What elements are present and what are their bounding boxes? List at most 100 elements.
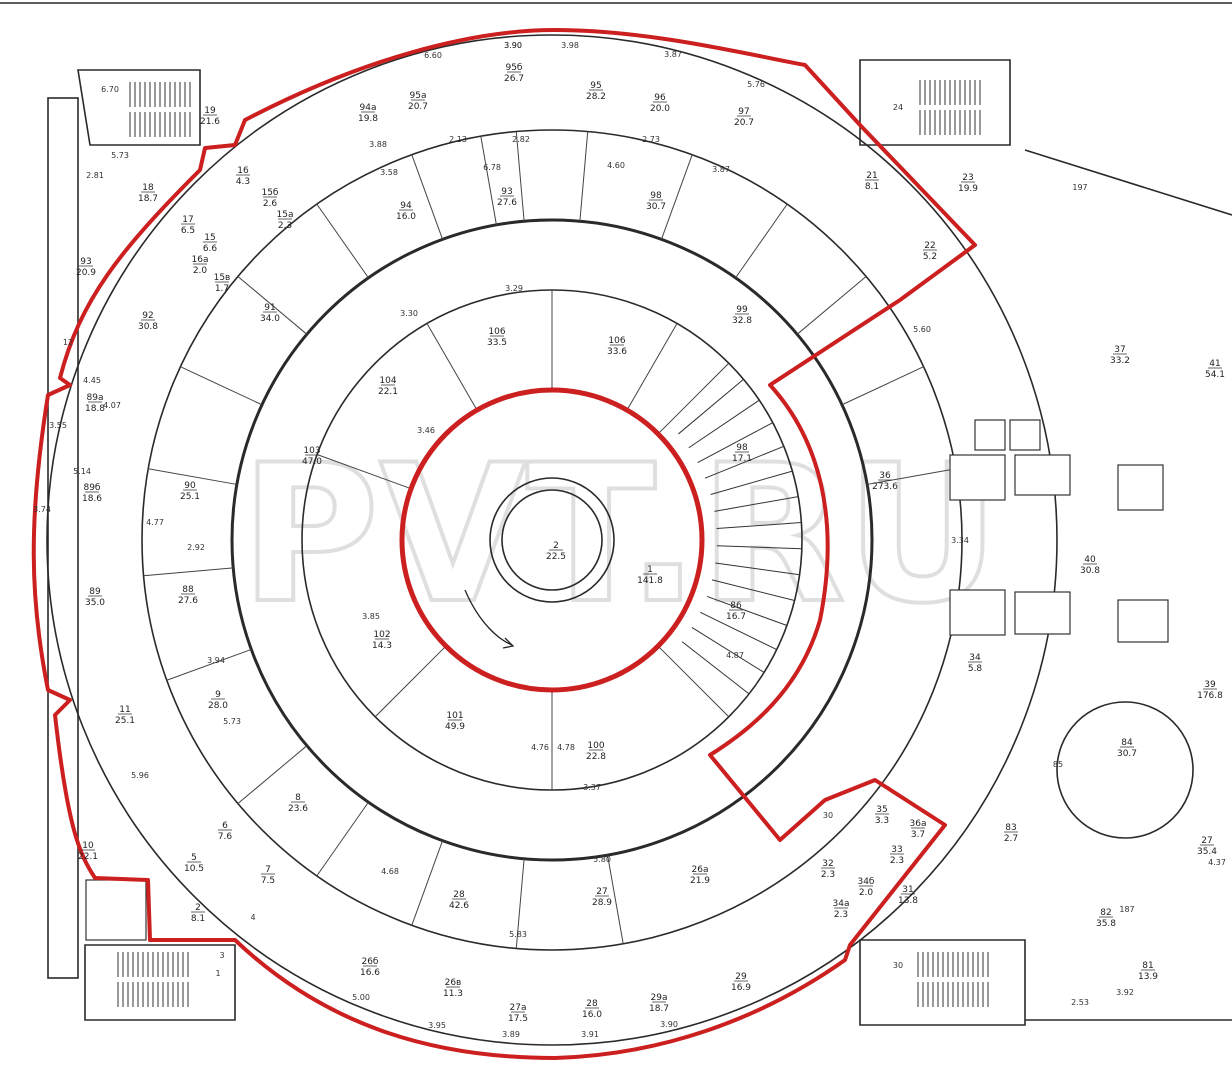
room-area: 18.7: [138, 194, 158, 204]
elevator-shafts: [85, 419, 1169, 941]
partition-line: [411, 154, 444, 240]
room-area: 30.8: [1080, 566, 1100, 576]
room-number: 15а: [277, 210, 294, 220]
fan-stair-step: [716, 545, 802, 550]
room-number: 18: [142, 183, 154, 193]
room-number: 92: [142, 311, 153, 321]
dimension-label: 4.76: [531, 743, 549, 752]
fan-stair-step: [691, 627, 765, 673]
room-area: 49.9: [445, 722, 465, 732]
room-area: 273.6: [872, 482, 898, 492]
room-area: 22.1: [378, 387, 398, 397]
room-area: 2.6: [263, 199, 278, 209]
room-number: 28: [453, 890, 465, 900]
room-area: 1.7: [215, 284, 229, 294]
room-number: 8: [295, 793, 301, 803]
right-wing-wall-top: [1024, 149, 1232, 216]
dimension-label: 4.68: [381, 867, 399, 876]
room-number: 97: [738, 107, 749, 117]
room-area: 16.6: [360, 968, 380, 978]
room-tag: 832.7: [1004, 823, 1018, 844]
dimension-label: 6.78: [483, 163, 501, 172]
room-area: 23.6: [288, 804, 308, 814]
room-area: 13.9: [1138, 972, 1158, 982]
room-number: 31: [902, 885, 913, 895]
dimension-label: 3.90: [504, 41, 522, 50]
room-area: 30.7: [646, 202, 666, 212]
room-area: 5.2: [923, 252, 937, 262]
fan-stair-step: [706, 595, 788, 626]
partition-line: [166, 648, 252, 681]
room-number: 1: [647, 565, 653, 575]
room-number: 29: [735, 972, 747, 982]
room-area: 2.3: [890, 856, 904, 866]
partition-line: [735, 203, 788, 279]
outer-ring-wall: [46, 34, 1058, 1046]
room-number: 99: [736, 305, 748, 315]
room-area: 3.3: [875, 816, 889, 826]
room-number: 15в: [214, 273, 231, 283]
room-area: 8.1: [191, 914, 205, 924]
room-tag: 67.6: [218, 821, 233, 842]
room-number: 91: [264, 303, 275, 313]
room-tag: 156.6: [203, 233, 218, 254]
dimension-label: 2.82: [512, 135, 530, 144]
dimension-label: 3.91: [581, 1030, 599, 1039]
dimension-label: 3.87: [712, 165, 730, 174]
top-left-stair-block: [77, 69, 201, 146]
room-number: 89б: [83, 483, 100, 493]
dimension-label: 4.60: [607, 161, 625, 170]
room-area: 21.9: [690, 876, 710, 886]
room-number: 34б: [857, 877, 874, 887]
room-area: 21.6: [200, 117, 220, 127]
room-tag: 218.1: [865, 171, 879, 192]
partition-line: [867, 468, 956, 485]
dimension-label: 2.81: [86, 171, 104, 180]
room-area: 28.9: [592, 898, 612, 908]
room-area: 141.8: [637, 576, 663, 586]
room-area: 18.8: [85, 404, 105, 414]
room-area: 27.6: [178, 596, 198, 606]
room-area: 16.0: [582, 1010, 602, 1020]
partition-line: [480, 136, 497, 225]
room-area: 35.0: [85, 598, 105, 608]
dimension-labels: 6.705.732.814.454.073.555.143.742.924.77…: [33, 41, 1226, 1039]
inner-partition-line: [657, 645, 730, 718]
room-area: 25.1: [180, 492, 200, 502]
dimension-label: 4.07: [103, 401, 121, 410]
room-number: 95: [590, 81, 601, 91]
space-label: 12: [63, 338, 73, 347]
room-number: 2: [195, 903, 201, 913]
dimension-label: 3.29: [505, 284, 523, 293]
room-area: 30.8: [138, 322, 158, 332]
room-area: 2.3: [834, 910, 848, 920]
room-number: 34а: [833, 899, 850, 909]
room-number: 21: [866, 171, 877, 181]
room-number: 2: [553, 541, 559, 551]
dimension-label: 4.37: [1208, 858, 1226, 867]
office-ring-outer: [141, 129, 963, 951]
room-area: 20.7: [734, 118, 754, 128]
dimension-label: 3.55: [49, 421, 67, 430]
room-number: 35: [876, 805, 887, 815]
